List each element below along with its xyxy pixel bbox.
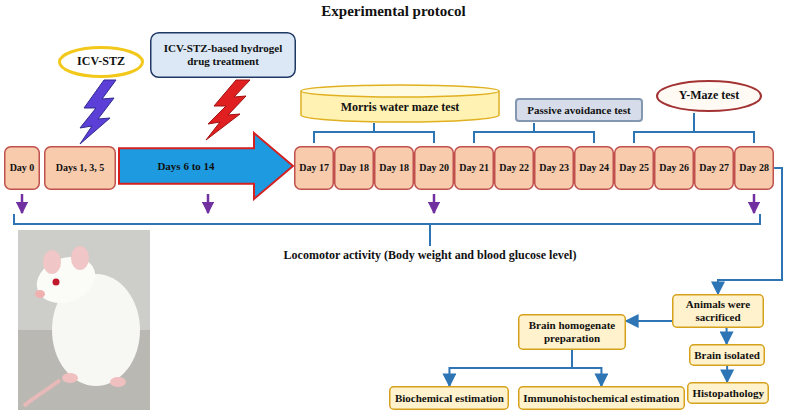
node-text: Day 23 bbox=[539, 162, 569, 174]
node-label: Day 23 bbox=[539, 162, 569, 174]
node-label: Day 18 bbox=[379, 162, 409, 174]
node-label: Day 22 bbox=[499, 162, 529, 174]
node-label: Immunohistochemical estimation bbox=[523, 392, 679, 405]
node-label: Brain homogenate preparation bbox=[525, 319, 619, 344]
test-bracket bbox=[634, 113, 754, 143]
test-box: Passive avoidance test bbox=[515, 98, 643, 122]
node-text: Day 27 bbox=[699, 162, 729, 174]
flow-arrow bbox=[726, 328, 728, 344]
process-box: Brain homogenate preparation bbox=[518, 314, 626, 350]
treatment-arrow: Days 6 to 14 bbox=[118, 132, 294, 200]
treatment-box: ICV-STZ-based hydrogel drug treatment bbox=[150, 32, 296, 78]
day-box: Day 21 bbox=[454, 146, 494, 190]
process-box: Brain isolated bbox=[689, 344, 765, 366]
node-text: ICV-STZ bbox=[77, 55, 125, 69]
node-text: ICV-STZ-based hydrogel drug treatment bbox=[157, 42, 289, 67]
node-text: Day 24 bbox=[579, 162, 609, 174]
node-text: Brain isolated bbox=[694, 349, 760, 362]
test-bracket bbox=[314, 123, 434, 143]
day-box: Day 18 bbox=[334, 146, 374, 190]
process-box: Animals were sacrificed bbox=[672, 294, 764, 328]
node-text: Morris water maze test bbox=[341, 101, 460, 115]
node-text: Days 6 to 14 bbox=[157, 160, 214, 173]
node-label: Day 0 bbox=[10, 162, 35, 174]
node-text: Biochemical estimation bbox=[395, 392, 504, 405]
node-text: Y-Maze test bbox=[679, 89, 740, 103]
node-label: ICV-STZ bbox=[77, 55, 125, 69]
node-text: Day 28 bbox=[739, 162, 769, 174]
flow-arrow bbox=[572, 350, 601, 386]
node-text: Animals were sacrificed bbox=[679, 298, 757, 323]
rat-photo bbox=[18, 230, 150, 410]
node-text: Brain homogenate preparation bbox=[525, 319, 619, 344]
day-box: Days 1, 3, 5 bbox=[44, 146, 116, 190]
node-text: Day 18 bbox=[379, 162, 409, 174]
diagram-title: Experimental protocol bbox=[0, 3, 787, 20]
node-text: Day 21 bbox=[459, 162, 489, 174]
node-text: Day 22 bbox=[499, 162, 529, 174]
node-text: Day 25 bbox=[619, 162, 649, 174]
flow-arrow bbox=[626, 320, 672, 322]
test-cylinder: Morris water maze test bbox=[300, 84, 500, 122]
test-ellipse: Y-Maze test bbox=[656, 80, 762, 112]
locomotor-arrows bbox=[22, 194, 754, 213]
day-box: Day 20 bbox=[414, 146, 454, 190]
node-label: Biochemical estimation bbox=[395, 392, 504, 405]
process-box: Histopathology bbox=[687, 382, 769, 404]
node-label: Day 18 bbox=[339, 162, 369, 174]
node-text: Day 17 bbox=[299, 162, 329, 174]
process-box: Immunohistochemical estimation bbox=[518, 386, 685, 410]
node-label: Animals were sacrificed bbox=[679, 298, 757, 323]
node-label: Day 20 bbox=[419, 162, 449, 174]
node-text: Day 18 bbox=[339, 162, 369, 174]
day-box: Day 0 bbox=[4, 146, 40, 190]
node-label: ICV-STZ-based hydrogel drug treatment bbox=[157, 42, 289, 67]
day-box: Day 28 bbox=[734, 146, 774, 190]
node-text: Days 1, 3, 5 bbox=[56, 162, 105, 174]
node-text: Day 0 bbox=[10, 162, 35, 174]
node-label: Day 21 bbox=[459, 162, 489, 174]
node-label: Day 27 bbox=[699, 162, 729, 174]
node-label: Days 6 to 14 bbox=[157, 160, 214, 173]
node-label: Passive avoidance test bbox=[527, 104, 630, 117]
node-label: Histopathology bbox=[692, 387, 764, 400]
node-label: Day 24 bbox=[579, 162, 609, 174]
node-label: Day 25 bbox=[619, 162, 649, 174]
day-box: Day 24 bbox=[574, 146, 614, 190]
day-box: Day 22 bbox=[494, 146, 534, 190]
node-label: Day 17 bbox=[299, 162, 329, 174]
node-label: Day 26 bbox=[659, 162, 689, 174]
day-box: Day 27 bbox=[694, 146, 734, 190]
flow-arrow bbox=[449, 350, 572, 386]
node-label: Brain isolated bbox=[694, 349, 760, 362]
test-bracket bbox=[474, 123, 594, 143]
node-label: Day 28 bbox=[739, 162, 769, 174]
node-text: Passive avoidance test bbox=[527, 104, 630, 117]
node-text: Histopathology bbox=[692, 387, 764, 400]
day-box: Day 26 bbox=[654, 146, 694, 190]
node-text: Immunohistochemical estimation bbox=[523, 392, 679, 405]
day-box: Day 25 bbox=[614, 146, 654, 190]
node-text: Day 26 bbox=[659, 162, 689, 174]
day-box: Day 17 bbox=[294, 146, 334, 190]
node-text: Day 20 bbox=[419, 162, 449, 174]
flow-arrow bbox=[726, 366, 728, 382]
day-box: Day 18 bbox=[374, 146, 414, 190]
lightning-bolt bbox=[206, 80, 250, 140]
node-label: Days 1, 3, 5 bbox=[56, 162, 105, 174]
day-box: Day 23 bbox=[534, 146, 574, 190]
lightning-bolt bbox=[80, 80, 116, 144]
node-label: Y-Maze test bbox=[679, 89, 740, 103]
caption-note: Locomotor activity (Body weight and bloo… bbox=[281, 248, 580, 263]
node-label: Morris water maze test bbox=[341, 101, 460, 115]
process-box: Biochemical estimation bbox=[389, 386, 509, 410]
treatment-ellipse: ICV-STZ bbox=[58, 46, 144, 78]
